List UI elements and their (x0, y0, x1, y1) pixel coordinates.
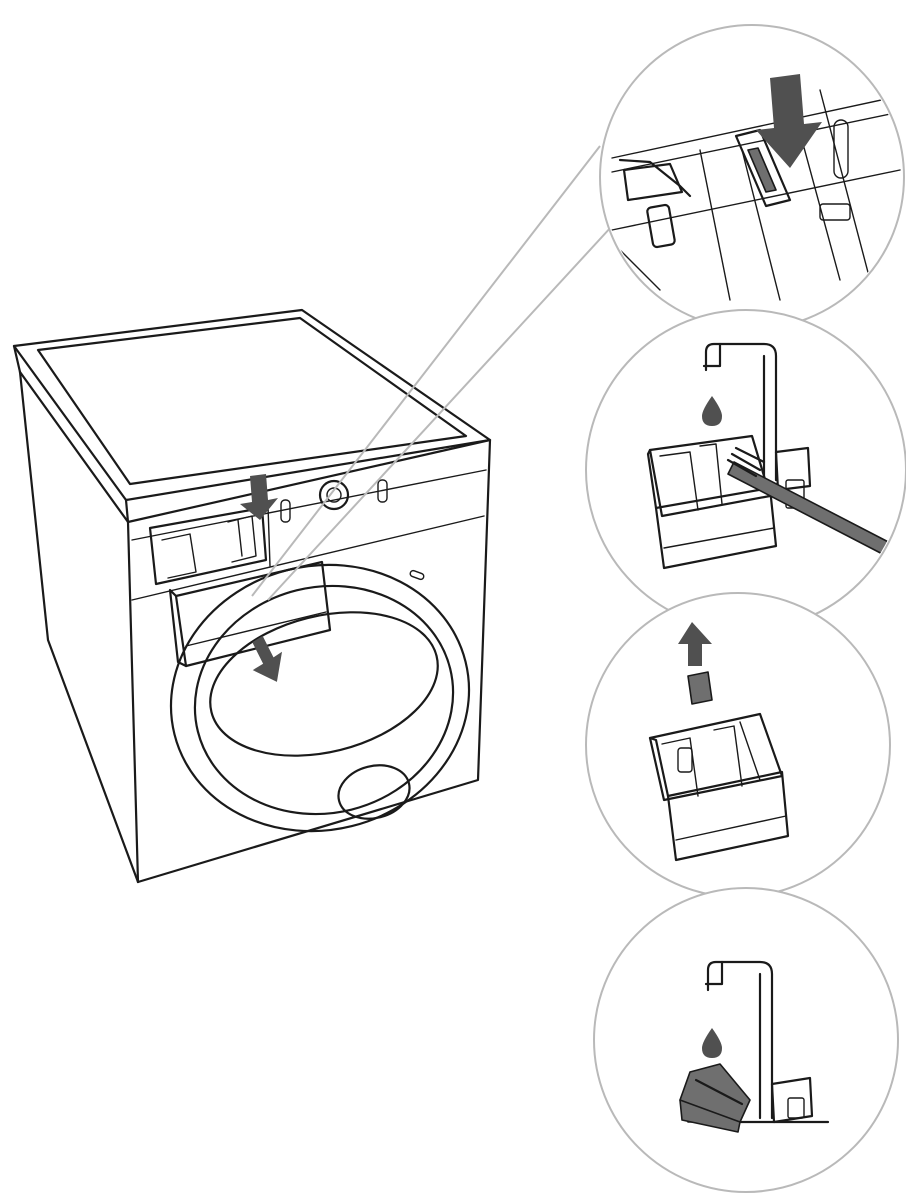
faucet-icon (704, 342, 778, 482)
door-latch (409, 569, 425, 581)
machine-top (12, 308, 492, 502)
press-down-arrow-icon (240, 474, 278, 520)
panel-button-right (377, 479, 388, 503)
release-lever (734, 128, 792, 208)
dispenser-opening (148, 506, 268, 586)
callout-step-1 (599, 24, 905, 330)
water-drop-icon (702, 396, 722, 426)
siphon-compartment (622, 162, 684, 202)
door-glass (209, 611, 439, 757)
door-outer-ring (169, 563, 471, 833)
machine-side (18, 370, 140, 884)
callout-step-3 (585, 592, 891, 898)
washing-machine (12, 308, 492, 884)
drawer-front (666, 770, 790, 862)
panel-button-left (280, 499, 291, 523)
program-knob (318, 479, 350, 511)
machine-top-inner (36, 316, 468, 486)
siphon-cap (687, 671, 713, 705)
callout-step-4 (593, 887, 899, 1193)
machine-front (126, 438, 492, 884)
lift-up-arrow-icon (678, 622, 712, 666)
callout-step-2 (585, 309, 906, 631)
callout-leader (251, 145, 613, 601)
service-hatch (337, 764, 411, 820)
drawer-front (654, 486, 778, 570)
door-inner-ring (193, 584, 455, 816)
faucet-icon (706, 960, 774, 1120)
press-down-arrow-icon (756, 74, 822, 168)
water-drop-icon (702, 1028, 722, 1058)
drawer-front (174, 560, 332, 668)
pull-out-arrow-icon (252, 635, 283, 682)
